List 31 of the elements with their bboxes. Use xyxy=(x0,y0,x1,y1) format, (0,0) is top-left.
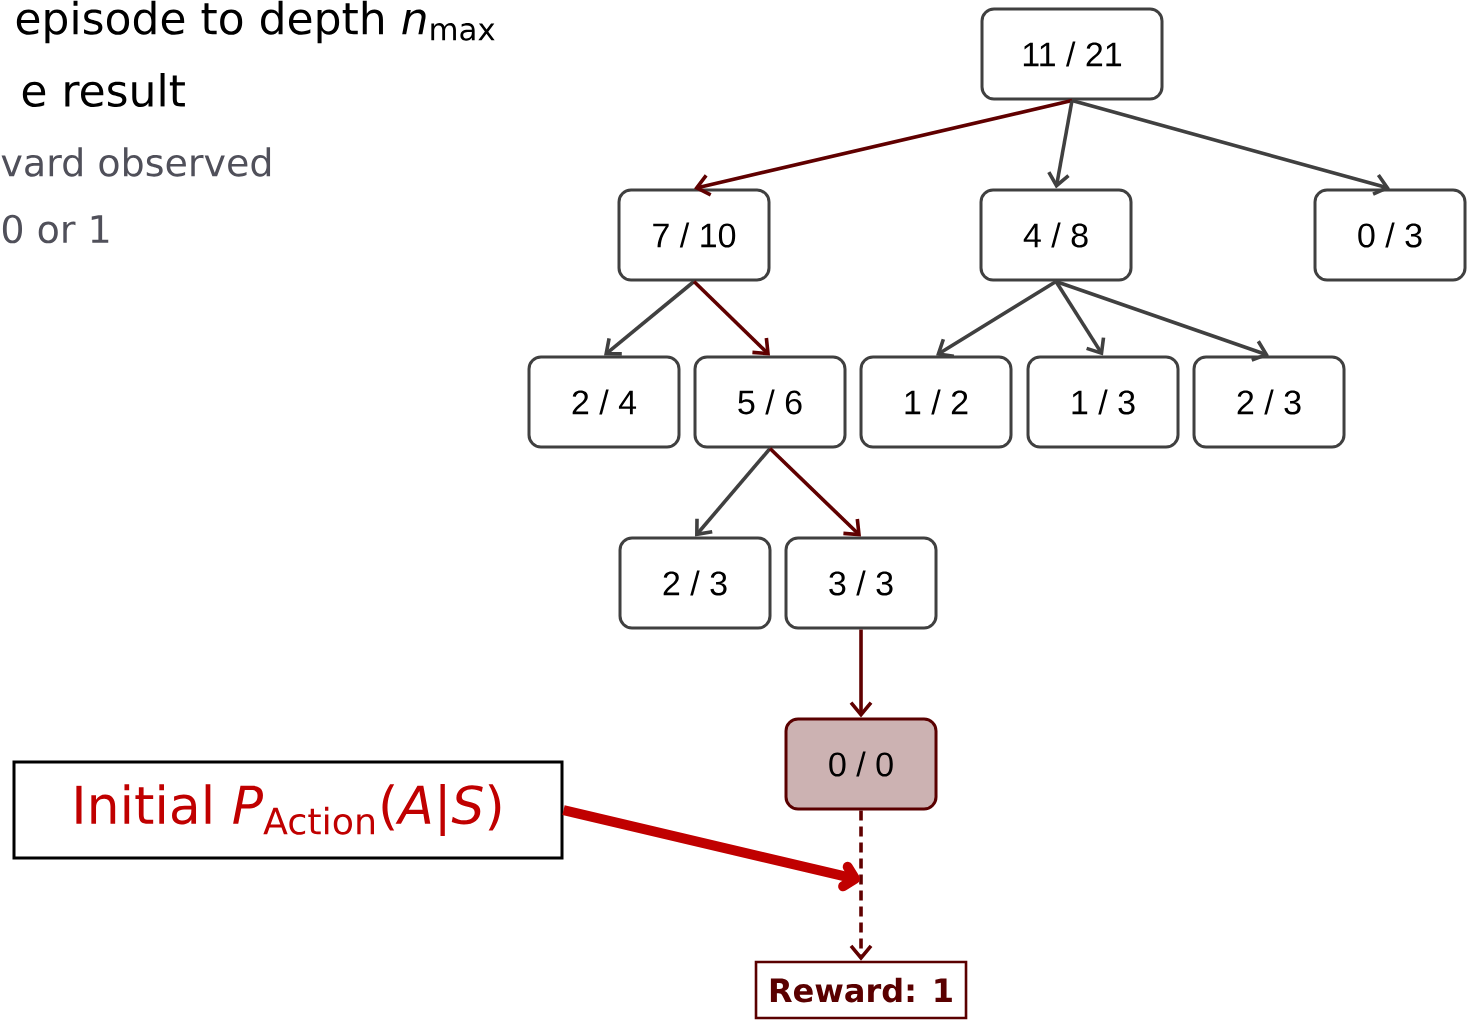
tree-node-box: 4 / 8 xyxy=(979,188,1133,282)
bullet-text: vard observed xyxy=(1,147,271,177)
bullet-text: 0 or 1 xyxy=(2,214,109,244)
tree-node-box: 2 / 3 xyxy=(1192,355,1346,449)
arrow xyxy=(768,447,861,537)
arrow xyxy=(1055,279,1269,362)
arrow xyxy=(694,98,1073,197)
callout-box: Initial P$_{Action}$(A|S) xyxy=(12,760,564,860)
tree-node-box: 3 / 3 xyxy=(784,536,938,630)
arrow xyxy=(604,280,696,356)
tree-node-box: 0 / 3 xyxy=(1313,188,1467,282)
arrow xyxy=(692,280,770,356)
arrow xyxy=(695,447,772,537)
bullet-text: episode to depth n$_{max}$ xyxy=(16,0,495,44)
tree-node-box: 0 / 0 xyxy=(784,717,938,811)
tree-node-box: 1 / 3 xyxy=(1026,355,1180,449)
arrow xyxy=(562,805,861,892)
arrow xyxy=(1054,280,1106,356)
arrow xyxy=(1047,100,1074,189)
tree-node-box: 2 / 4 xyxy=(527,355,681,449)
arrow xyxy=(849,810,873,961)
reward-box: Reward: 1 xyxy=(754,960,968,1020)
tree-node-box: 2 / 3 xyxy=(618,536,772,630)
tree-node-box: 5 / 6 xyxy=(693,355,847,449)
tree-node-box: 1 / 2 xyxy=(859,355,1013,449)
arrow xyxy=(849,629,873,718)
arrow xyxy=(936,279,1057,359)
tree-node-box: 7 / 10 xyxy=(617,188,771,282)
tree-node-box: 11 / 21 xyxy=(980,7,1164,101)
bullet-text: e result xyxy=(22,72,185,108)
arrow xyxy=(1071,98,1390,196)
